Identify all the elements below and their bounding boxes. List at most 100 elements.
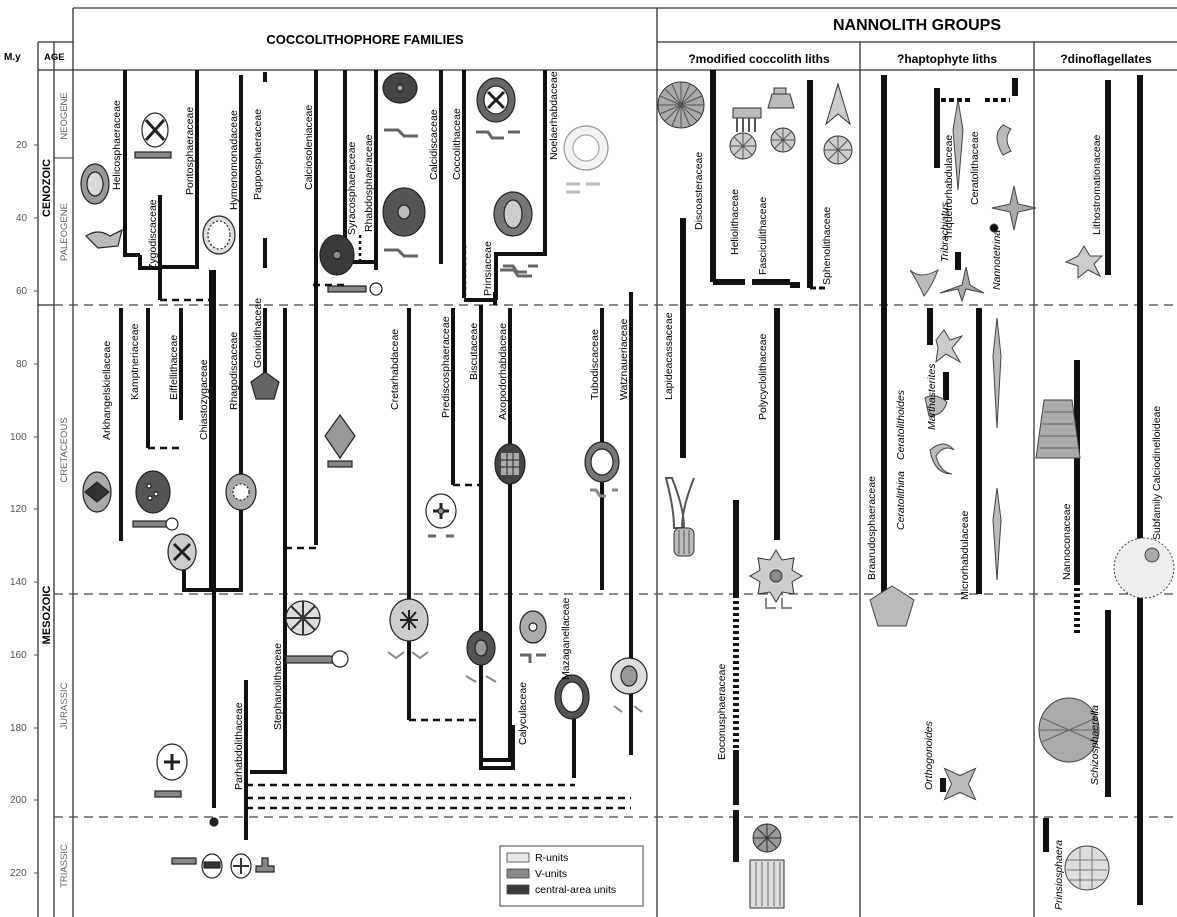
label-noelaerhabdaceae: Noelaerhabdaceae (548, 71, 560, 160)
legend: R-units V-units central-area units (500, 846, 643, 906)
label-zygodiscaceae: Zygodiscaceae (147, 199, 159, 270)
sphenolith-disc-icon (824, 136, 852, 164)
coccolithus-icon (477, 78, 515, 122)
label-heliolithaceae: Heliolithaceae (729, 189, 741, 255)
tick-160: 160 (10, 650, 27, 661)
sphenolith-icon (826, 84, 850, 124)
label-arkhangelskiellaceae: Arkhangelskiellaceae (101, 341, 113, 440)
tick-120: 120 (10, 504, 27, 515)
syracosphaera-side2-icon (370, 283, 382, 295)
header-age: AGE (44, 52, 65, 63)
triassic-lith-1-icon (172, 858, 196, 864)
microrhabdulus-upper-icon (993, 318, 1001, 428)
period-paleogene: PALEOGENE (59, 203, 70, 261)
calciodinellum-icon (1114, 538, 1174, 598)
label-cretarhabdaceae: Cretarhabdaceae (389, 329, 401, 410)
label-schizosphaerella: Schizosphaerella (1089, 705, 1101, 785)
calcidiscus-lower-icon (383, 188, 425, 236)
cretarhabdus-icon (390, 599, 428, 641)
tick-220: 220 (10, 868, 27, 879)
label-helicosphaeraceae: Helicosphaeraceae (111, 100, 123, 190)
period-neogene: NEOGENE (59, 92, 70, 140)
watznaueria-icon (611, 658, 647, 694)
coccolith-tree (121, 70, 631, 840)
polycyclolith-side-icon (766, 598, 792, 608)
header-sub-haptophyte: ?haptophyte liths (897, 52, 997, 66)
calciosolenia-icon (325, 415, 355, 458)
calcidiscus-side-icon (384, 130, 418, 136)
legend-label-r-units: R-units (535, 852, 568, 864)
label-goniolithaceae: Goniolithaceae (252, 298, 264, 368)
label-ceratolithina: Ceratolithina (895, 471, 907, 530)
kamptnerius-side-icon (133, 521, 169, 527)
bar-fasciculith (752, 282, 800, 285)
modified-liths-icons (658, 82, 852, 908)
header-nannolith: NANNOLITH GROUPS (833, 17, 1001, 34)
coccolith-lower-icon (494, 192, 532, 236)
era-cenozoic: CENOZOIC (41, 159, 53, 217)
label-orthogonoides: Orthogonoides (923, 720, 935, 790)
label-tubodiscaceae: Tubodiscaceae (589, 329, 601, 400)
polycyclolith-icon (750, 550, 802, 602)
chiastozygus-icon (168, 534, 196, 570)
triassic-lith-2-icon (202, 854, 222, 878)
label-chiastozygaceae: Chiastozygaceae (198, 359, 210, 440)
label-pontosphaeraceae: Pontosphaeraceae (184, 107, 196, 195)
eoconusphaera-icon (750, 824, 784, 908)
label-mazaganellaceae: Mazaganellaceae (560, 598, 572, 680)
tick-80: 80 (16, 359, 28, 370)
label-fasciculithaceae: Fasciculithaceae (757, 197, 769, 275)
label-tribrachiatus: Tribrachiatus (939, 201, 951, 262)
label-microrhabdulaceae: Microrhabdulaceae (959, 511, 971, 600)
label-kamptneriaceae: Kamptneriaceae (129, 323, 141, 400)
noelaerhabdus-side2-icon (500, 270, 532, 276)
syracosphaera-side-icon (328, 286, 366, 292)
calcidiscus-icon (383, 73, 417, 103)
helicosphaera-icon (81, 164, 109, 204)
label-prinsiosphaera: Prinsiosphaera (1053, 840, 1065, 910)
helicosphaera-side-icon (86, 230, 122, 248)
label-calciosoleniaceae: Calciosoleniaceae (303, 105, 315, 190)
coccolithus-side-icon (476, 132, 520, 138)
mazaganella-icon (555, 675, 589, 719)
header-sub-dinoflagellates: ?dinoflagellates (1060, 52, 1152, 66)
parhabdolithus-base-icon (210, 818, 218, 826)
kamptnerius-side2-icon (166, 518, 178, 530)
helio-disc2-icon (771, 128, 795, 152)
tribrachiatus-icon (910, 270, 938, 296)
lithostromation-icon (1066, 246, 1102, 278)
triradial-icon (940, 267, 984, 301)
tick-40: 40 (16, 213, 28, 224)
tick-100: 100 (10, 432, 27, 443)
orthogonoides-icon (929, 753, 991, 815)
era-mesozoic: MESOZOIC (41, 586, 53, 645)
discoaster-icon (658, 82, 704, 128)
period-jurassic: JURASSIC (59, 682, 70, 729)
stephanolithus-side2-icon (332, 651, 348, 667)
label-braarudosphaeraceae: Braarudosphaeraceae (866, 476, 878, 580)
calyculus-side-icon (520, 655, 546, 663)
fasciculith-icon (733, 108, 761, 132)
label-watznaueriaceae: Watznaueriaceae (618, 319, 630, 400)
label-parhabdolithaceae: Parhabdolithaceae (233, 702, 245, 790)
kamptnerius-icon (136, 471, 170, 513)
legend-label-v-units: V-units (535, 868, 567, 880)
stephanolithus-side-icon (286, 656, 336, 663)
sphenolith-cap-icon (768, 88, 794, 108)
axopodorhabdus-icon (495, 444, 525, 484)
heliolith-icon (730, 133, 756, 159)
tick-200: 200 (10, 795, 27, 806)
legend-swatch-central-area (507, 885, 529, 894)
period-triassic: TRIASSIC (59, 844, 70, 888)
label-calcidiscaceae: Calcidiscaceae (428, 109, 440, 180)
tick-60: 60 (16, 286, 28, 297)
biscutum-icon (467, 631, 495, 665)
pontosphaera-side-icon (135, 152, 171, 158)
label-calyculaceae: Calyculaceae (517, 682, 529, 745)
header-coccolithophore: COCCOLITHOPHORE FAMILIES (266, 32, 464, 47)
triassic-lith-4-icon (256, 858, 274, 872)
tick-180: 180 (10, 723, 27, 734)
label-nannoconaceae: Nannoconaceae (1061, 503, 1073, 580)
label-hymenomonadaceae: Hymenomonadaceae (228, 110, 240, 210)
